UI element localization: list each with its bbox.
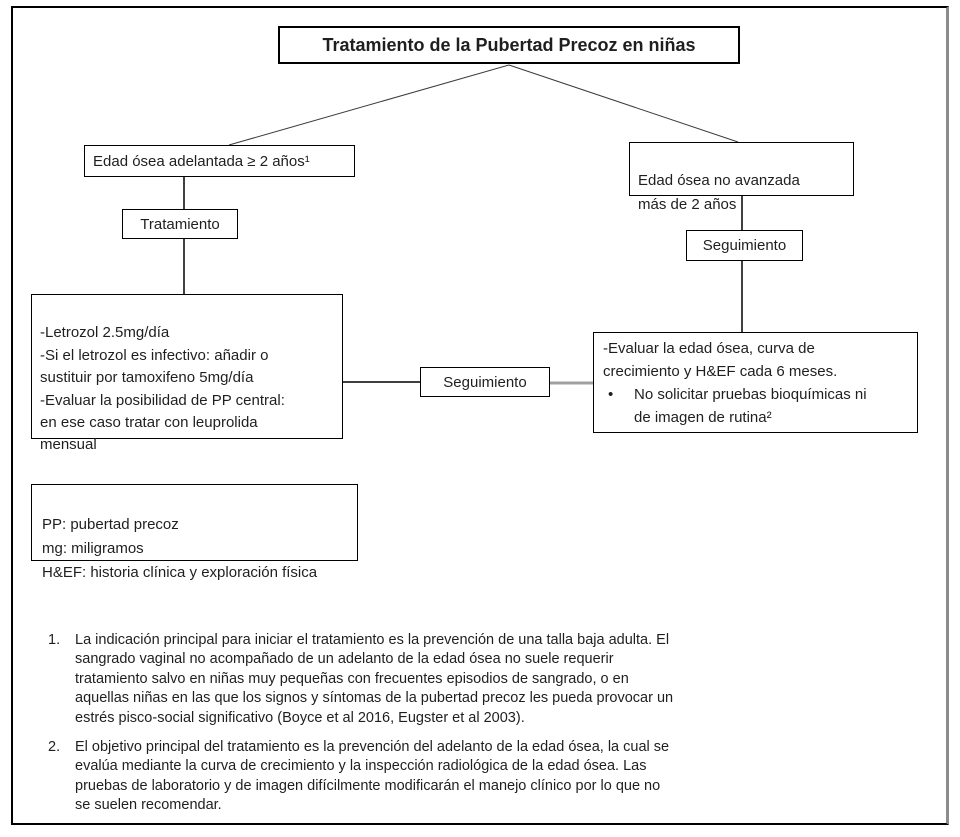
footnotes-section: 1. La indicación principal para iniciar … [48,631,923,816]
abbreviations-box: PP: pubertad precoz mg: miligramos H&EF:… [31,484,358,581]
right-followup-label-box: Seguimiento [686,230,803,261]
footnote-item-1: 1. La indicación principal para iniciar … [48,631,923,728]
right-followup-label: Seguimiento [702,237,787,254]
left-treatment-detail-box: -Letrozol 2.5mg/día -Si el letrozol es i… [31,294,343,453]
footnote-number: 1. [48,632,61,648]
treatment-label: Tratamiento [140,215,220,233]
mid-followup-label: Seguimiento [443,373,527,391]
treatment-label-box: Tratamiento [122,209,238,239]
footnote-item-2: 2. El objetivo principal del tratamiento… [48,738,923,816]
left-treatment-detail-text: -Letrozol 2.5mg/día -Si el letrozol es i… [40,324,285,454]
right-followup-detail-box: -Evaluar la edad ósea, curva de crecimie… [593,332,918,433]
bullet-icon: • [608,386,614,403]
footnote-text: La indicación principal para iniciar el … [75,632,674,726]
mid-followup-label-box: Seguimiento [420,367,550,397]
footnote-text: El objetivo principal del tratamiento es… [75,739,670,814]
title-box: Tratamiento de la Pubertad Precoz en niñ… [278,26,740,64]
page-title: Tratamiento de la Pubertad Precoz en niñ… [322,34,696,55]
left-condition-text: Edad ósea adelantada ≥ 2 años¹ [93,152,310,170]
right-detail-bullet-item: • No solicitar pruebas bioquímicas ni de… [603,383,908,429]
right-condition-box: Edad ósea no avanzada más de 2 años [629,142,854,213]
abbreviations-text: PP: pubertad precoz mg: miligramos H&EF:… [42,516,318,581]
right-followup-detail-text: -Evaluar la edad ósea, curva de crecimie… [603,340,838,380]
page-border [11,6,949,825]
right-condition-text: Edad ósea no avanzada más de 2 años [638,172,800,213]
left-condition-box: Edad ósea adelantada ≥ 2 años¹ [84,145,355,177]
footnote-number: 2. [48,739,61,756]
right-detail-bullet-text: No solicitar pruebas bioquímicas ni de i… [634,386,867,426]
